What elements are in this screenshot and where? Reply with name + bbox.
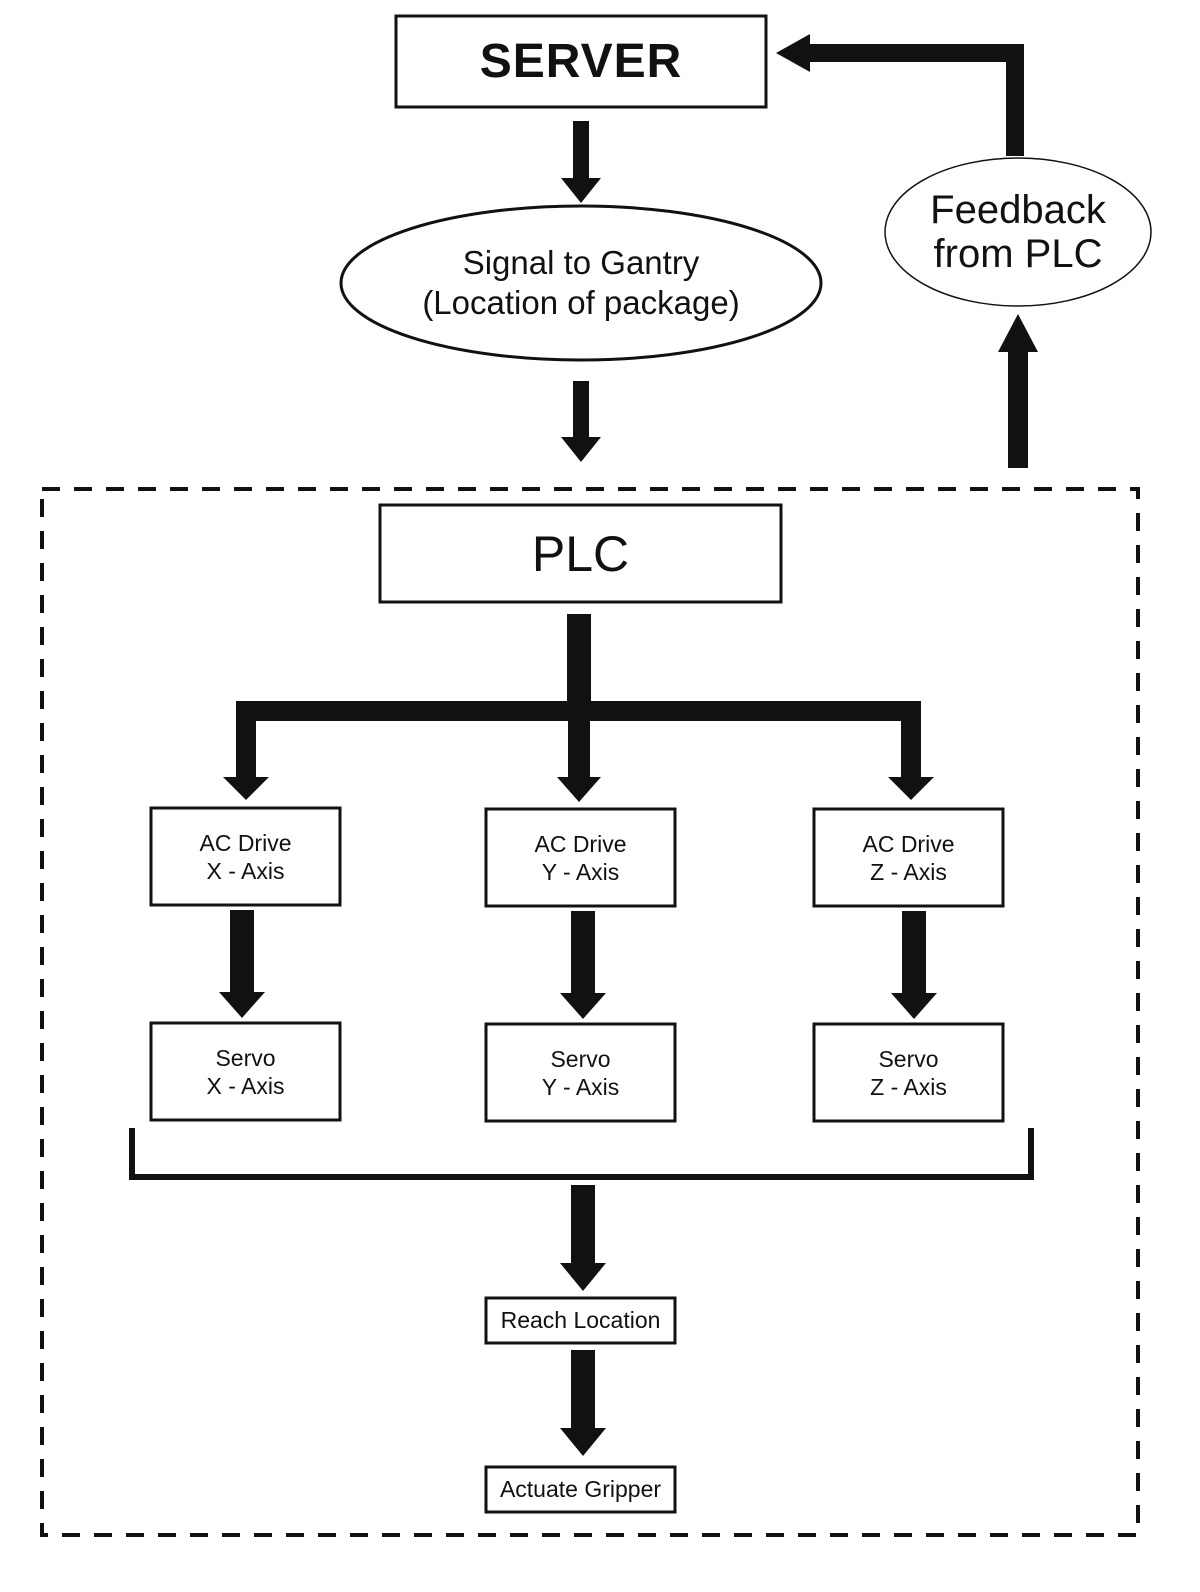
arrow-feedback-to-server-head — [776, 34, 810, 72]
branch-y-head — [557, 777, 601, 802]
arrow-signal-to-plc-head — [561, 437, 601, 462]
servo-y-label: Servo Y - Axis — [541, 1045, 620, 1100]
branch-z-shaft — [901, 701, 921, 779]
arrow-reach-to-gripper-head — [560, 1428, 606, 1456]
servo-x-box — [149, 1021, 342, 1122]
reach-location-label: Reach Location — [500, 1307, 661, 1333]
servo-collector-bracket — [129, 1128, 1034, 1180]
server-label: SERVER — [479, 35, 683, 88]
server-box — [394, 14, 768, 109]
plc-label: PLC — [531, 525, 630, 582]
arrow-z-drive-to-servo-shaft — [902, 911, 926, 995]
arrow-server-to-signal-head — [561, 178, 601, 203]
branch-z-head — [888, 777, 934, 800]
branch-x-shaft — [236, 701, 256, 779]
arrow-y-drive-to-servo-shaft — [571, 911, 595, 995]
arrow-feedback-to-server-up — [1006, 44, 1024, 156]
arrow-to-feedback-shaft — [1008, 350, 1028, 468]
arrow-feedback-to-server-across — [808, 44, 1024, 62]
plc-box — [378, 503, 783, 604]
gantry-boundary — [40, 487, 1140, 1537]
signal-ellipse — [339, 204, 823, 362]
servo-z-label: Servo Z - Axis — [870, 1045, 947, 1100]
signal-label-line2: (Location of package) — [422, 284, 740, 321]
arrow-bracket-to-reach-shaft — [571, 1185, 595, 1265]
arrow-server-to-signal-shaft — [573, 121, 589, 179]
ac-drive-x-label: AC Drive X - Axis — [199, 829, 292, 884]
reach-location-box — [484, 1296, 677, 1345]
feedback-ellipse — [884, 157, 1152, 307]
branch-x-head — [223, 777, 269, 800]
signal-label-line1: Signal to Gantry — [462, 244, 700, 281]
servo-y-box — [484, 1022, 677, 1123]
arrow-z-drive-to-servo-head — [891, 993, 937, 1019]
ac-drive-y-label: AC Drive Y - Axis — [534, 830, 627, 885]
ac-drive-z-box — [812, 807, 1005, 908]
plc-trunk — [567, 614, 591, 706]
ac-drive-y-box — [484, 807, 677, 908]
arrow-y-drive-to-servo-head — [560, 993, 606, 1019]
arrow-bracket-to-reach-head — [560, 1263, 606, 1291]
arrow-signal-to-plc-shaft — [573, 381, 589, 438]
signal-label: Signal to Gantry (Location of package) — [361, 226, 801, 340]
feedback-label-line1: Feedback — [930, 188, 1106, 232]
arrow-to-feedback-head — [998, 314, 1038, 352]
ac-drive-z-label: AC Drive Z - Axis — [862, 830, 955, 885]
servo-x-label: Servo X - Axis — [206, 1044, 285, 1099]
feedback-label-line2: from PLC — [933, 232, 1103, 276]
arrow-reach-to-gripper-shaft — [571, 1350, 595, 1430]
arrow-x-drive-to-servo-shaft — [230, 910, 254, 994]
feedback-label: Feedback from PLC — [890, 180, 1146, 284]
arrow-x-drive-to-servo-head — [219, 992, 265, 1018]
servo-z-box — [812, 1022, 1005, 1123]
ac-drive-x-box — [149, 806, 342, 907]
actuate-gripper-label: Actuate Gripper — [499, 1476, 662, 1502]
branch-y-shaft — [568, 701, 590, 779]
actuate-gripper-box — [484, 1465, 677, 1514]
